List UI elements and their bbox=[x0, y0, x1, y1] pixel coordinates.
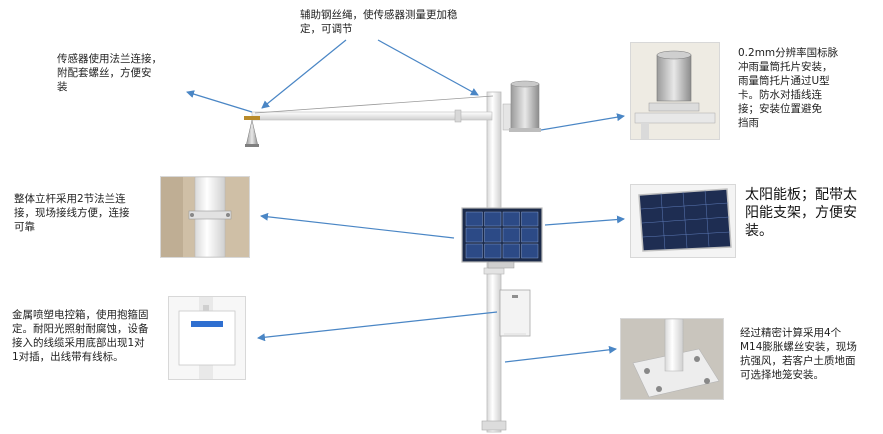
arrow-rope-right bbox=[377, 39, 479, 96]
solar-cell bbox=[521, 211, 539, 227]
solar-panel-drawing bbox=[461, 207, 543, 269]
label-pole: 整体立杆采用2节法兰连 接，现场接线方便，连接 可靠 bbox=[14, 193, 130, 233]
arrow-solar bbox=[544, 215, 625, 226]
solar-cell bbox=[484, 243, 502, 259]
label-flange-sensor: 传感器使用法兰连接， 附配套螺丝，方便安 装 bbox=[57, 53, 162, 93]
solar-cell bbox=[502, 227, 520, 243]
solar-cell bbox=[521, 227, 539, 243]
rain-gauge bbox=[502, 80, 541, 132]
base-photo bbox=[620, 318, 724, 400]
solar-panel-photo bbox=[630, 184, 736, 258]
solar-cell bbox=[502, 211, 520, 227]
arrow-base bbox=[504, 345, 617, 363]
callout-arrows bbox=[186, 39, 625, 363]
cross-arm bbox=[251, 109, 493, 123]
solar-cell bbox=[502, 243, 520, 259]
arrow-pole bbox=[260, 212, 455, 239]
arrow-rope-left bbox=[261, 39, 347, 109]
arrow-control-box bbox=[257, 311, 498, 342]
label-base: 经过精密计算采用4个 M14膨胀螺丝安装，现场 抗强风，若客户土质地面 可选择地… bbox=[740, 327, 857, 381]
arrow-flange-sensor bbox=[186, 90, 253, 113]
solar-cell bbox=[484, 227, 502, 243]
control-box-photo bbox=[168, 296, 246, 380]
pole-flange-photo bbox=[160, 176, 250, 258]
label-rain-gauge: 0.2mm分辨率国标脉 冲雨量筒托片安装， 雨量筒托片通过U型 卡。防水对插线连… bbox=[738, 47, 839, 129]
rain-gauge-photo bbox=[630, 42, 720, 140]
arrow-rain-gauge bbox=[540, 113, 625, 131]
solar-cell bbox=[465, 243, 483, 259]
solar-cell bbox=[465, 211, 483, 227]
solar-cell bbox=[521, 243, 539, 259]
solar-cell bbox=[484, 211, 502, 227]
control-box-drawing bbox=[499, 289, 531, 337]
flange-sensor bbox=[244, 116, 260, 147]
label-rope: 辅助钢丝绳，使传感器测量更加稳 定，可调节 bbox=[300, 9, 458, 35]
label-solar: 太阳能板；配带太 阳能支架，方便安 装。 bbox=[745, 187, 857, 239]
label-control-box: 金属喷塑电控箱，使用抱箍固 定。耐阳光照射耐腐蚀，设备 接入的线缆采用底部出现1… bbox=[12, 309, 149, 363]
solar-cell bbox=[465, 227, 483, 243]
support-wire bbox=[254, 95, 494, 114]
